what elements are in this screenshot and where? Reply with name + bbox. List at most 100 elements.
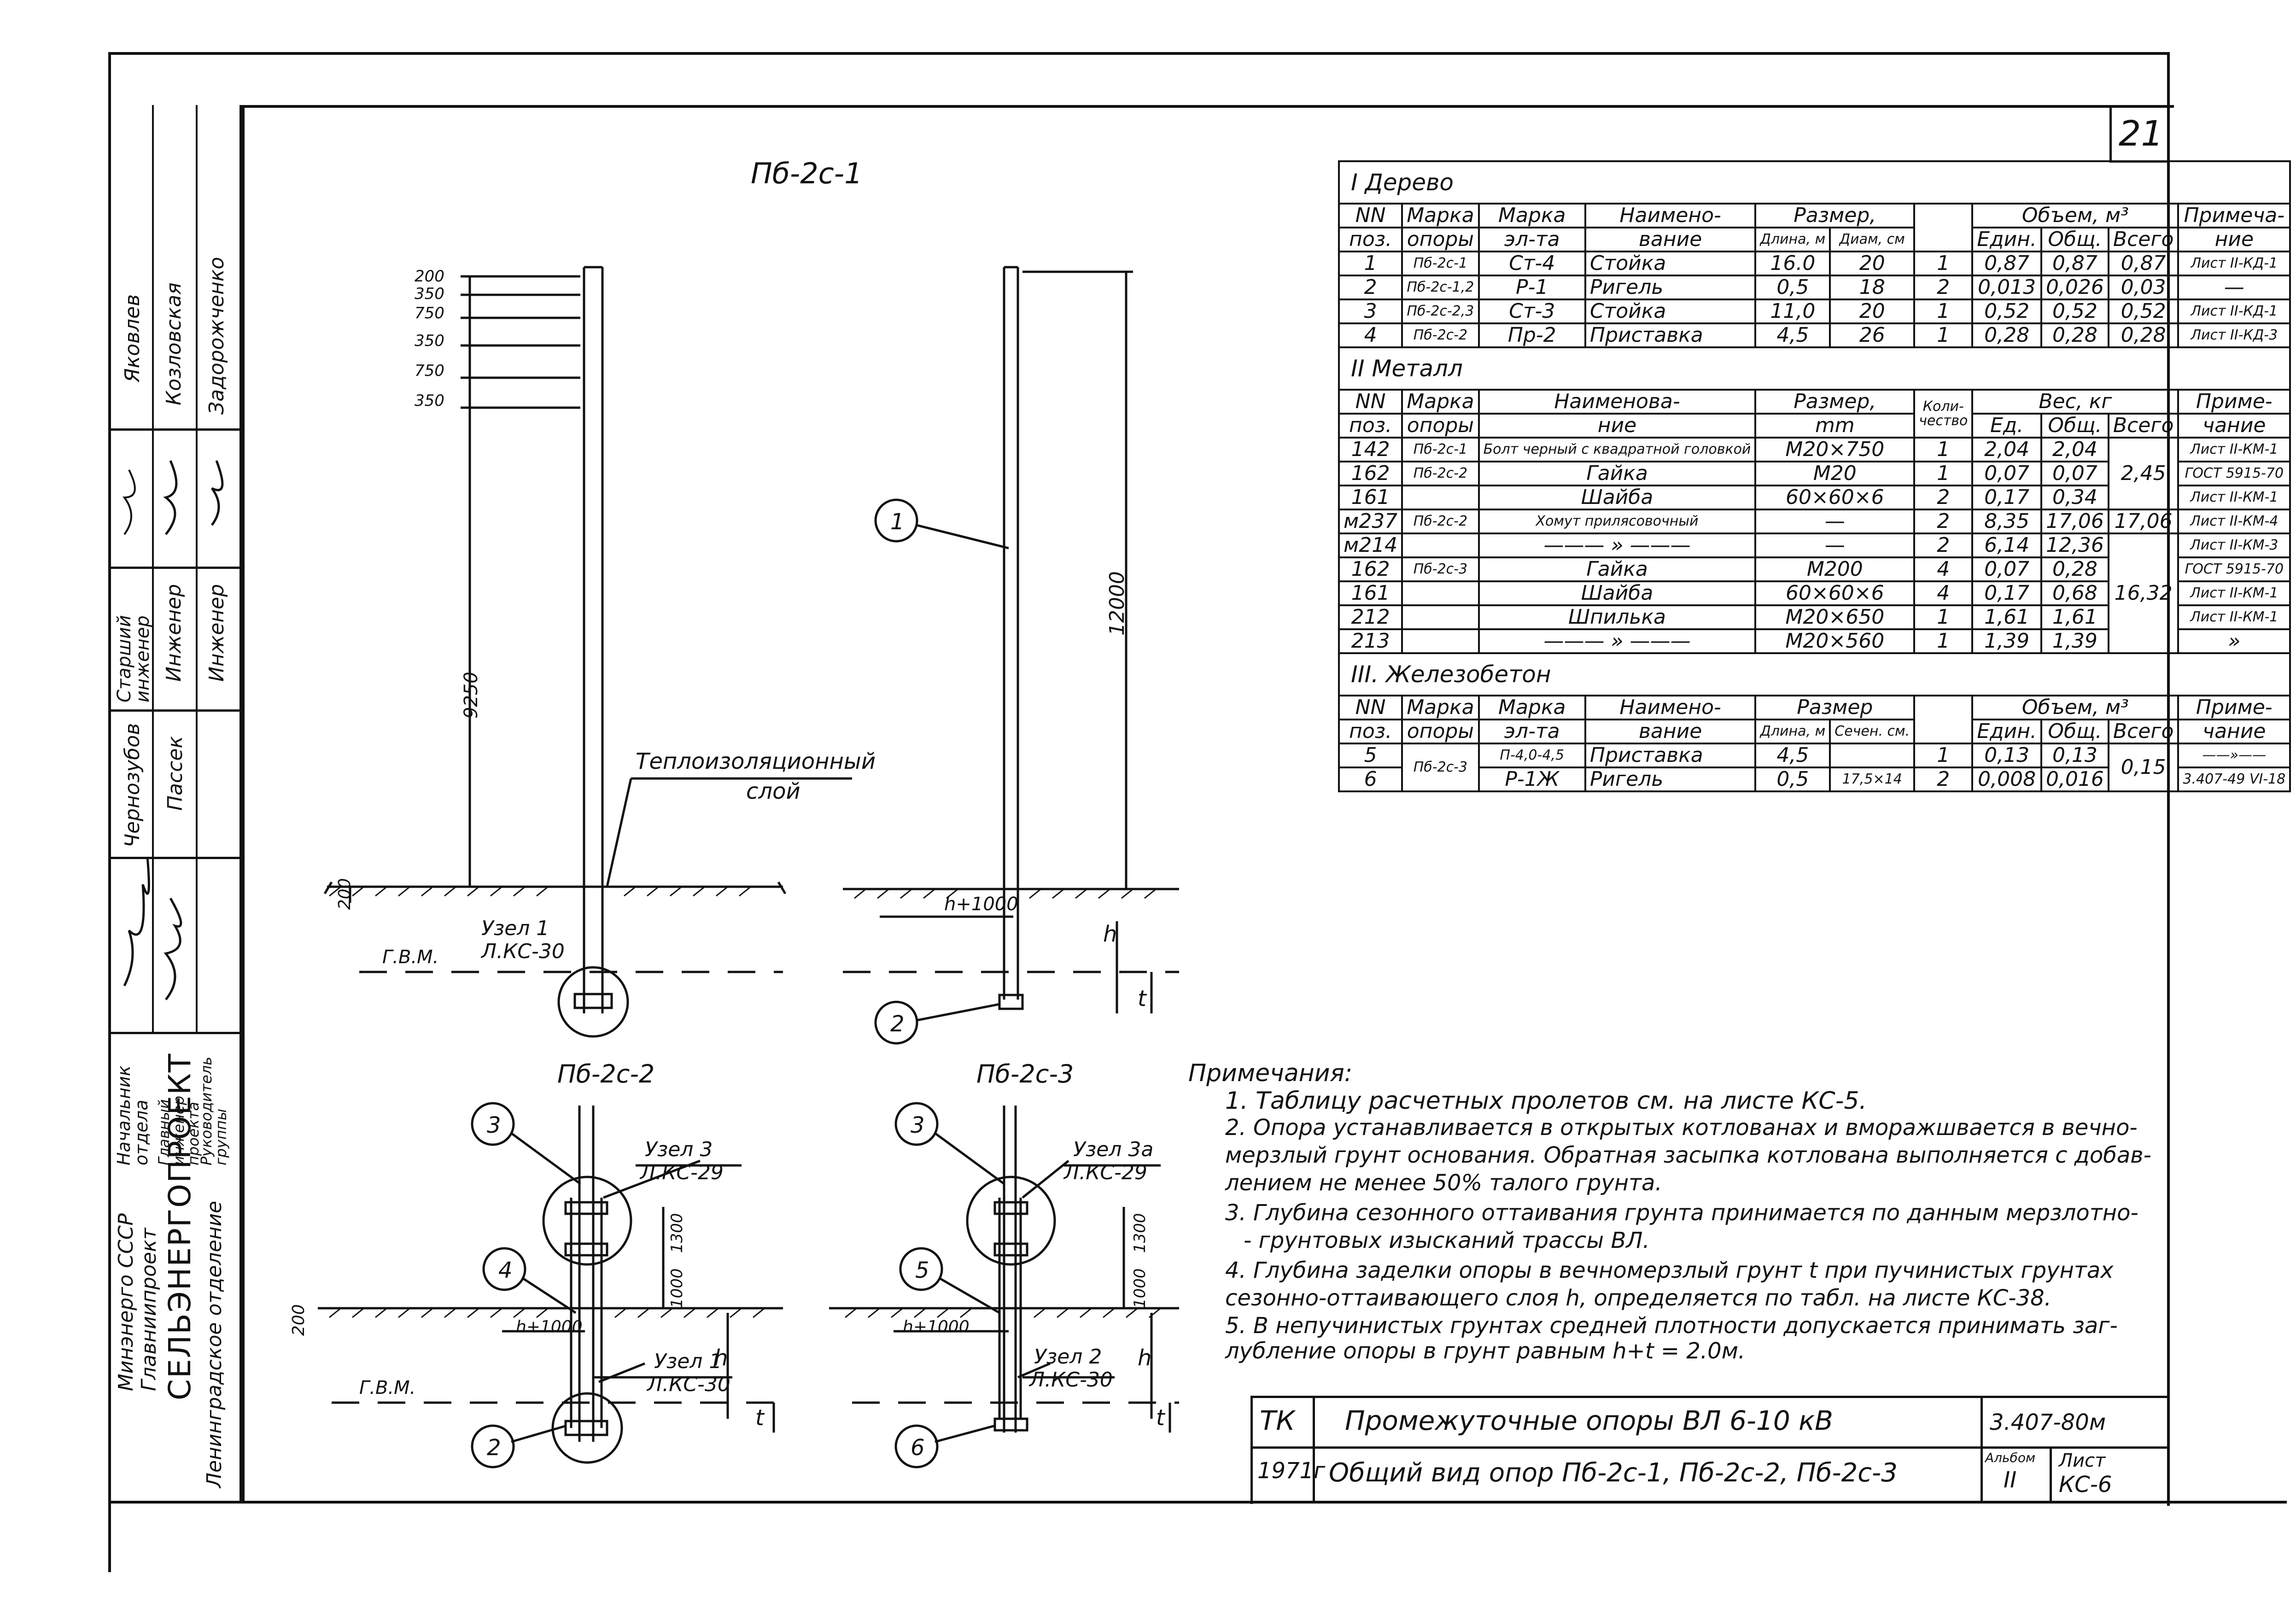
name-yakovlev: Яковлев	[121, 294, 144, 382]
table-cell: 20	[1829, 298, 1916, 324]
table-cell: 1	[1338, 251, 1403, 276]
dim-12000: 12000	[1105, 571, 1129, 636]
album-label: Альбом	[1985, 1450, 2036, 1465]
callout-5: 5	[915, 1258, 929, 1283]
album-value: II	[2004, 1467, 2017, 1493]
table-cell: Р-1	[1478, 275, 1586, 300]
table-cell: Ст-3	[1478, 298, 1586, 324]
table-cell: Ед.	[1971, 413, 2042, 439]
table-cell: ГОСТ 5915-70	[2177, 461, 2291, 486]
table-cell: 4	[1913, 580, 1974, 606]
dim-top-0: 200	[415, 267, 444, 286]
table-cell: Хомут прилясовочный	[1478, 509, 1757, 534]
t-c: t	[1156, 1405, 1165, 1431]
year: 1971г	[1257, 1458, 1326, 1484]
role-eng-1: Инженер	[162, 584, 186, 682]
table-cell: 0,008	[1971, 767, 2042, 792]
section-concrete: III. Железобетон	[1338, 652, 2291, 696]
table-cell: ние	[2177, 227, 2291, 252]
role-group-lead: Руководитель группы	[198, 1056, 230, 1165]
table-cell: 1	[1913, 461, 1974, 486]
table-cell: 2	[1913, 532, 1974, 558]
table-cell: 16,32	[2107, 532, 2179, 654]
table-cell: 4	[1338, 322, 1403, 348]
table-cell: 60×60×6	[1754, 485, 1916, 510]
callout-2b: 2	[487, 1435, 501, 1461]
table-cell: 20	[1829, 251, 1916, 276]
table-cell: Лист II-КМ-3	[2177, 532, 2291, 558]
dim-200-b: 200	[289, 1304, 308, 1336]
table-cell: Всего	[2107, 719, 2179, 744]
table-cell: 1	[1913, 628, 1974, 654]
dim-top-2: 750	[415, 304, 444, 322]
table-cell: Приме-	[2177, 695, 2291, 720]
table-cell: 60×60×6	[1754, 580, 1916, 606]
table-cell: м237	[1338, 509, 1403, 534]
table-cell: Лист II-КМ-1	[2177, 604, 2291, 630]
table-cell: 1,61	[1971, 604, 2042, 630]
node1-b-ref: Л.КС-30	[647, 1373, 730, 1396]
table-cell: 0,13	[1971, 743, 2042, 768]
table-cell: Един.	[1971, 719, 2042, 744]
table-cell: Лист II-КД-1	[2177, 298, 2291, 324]
section-metal: II Металл	[1338, 346, 2291, 391]
table-cell: ——»——	[2177, 743, 2291, 768]
sheet-number: 21	[2119, 113, 2163, 154]
table-cell: Общ.	[2040, 227, 2109, 252]
table-cell: Размер,	[1754, 389, 1916, 415]
table-cell: Гайка	[1478, 556, 1757, 582]
table-cell: вание	[1584, 227, 1757, 252]
table-cell: Болт черный с квадратной головкой	[1478, 437, 1757, 462]
table-cell: Объем, м³	[1971, 695, 2179, 720]
table-cell: эл-та	[1478, 719, 1586, 744]
table-cell: поз.	[1338, 719, 1403, 744]
table-cell: 0,52	[2040, 298, 2109, 324]
table-cell: Объем, м³	[1971, 203, 2179, 228]
table-cell: »	[2177, 628, 2291, 654]
table-cell: 0,03	[2107, 275, 2179, 300]
inner-frame-left	[240, 105, 242, 1501]
table-cell: Ригель	[1584, 275, 1757, 300]
table-cell: 1,39	[2040, 628, 2109, 654]
table-cell: NN	[1338, 203, 1403, 228]
table-cell: 4	[1913, 556, 1974, 582]
table-cell: Пб-2с-1	[1401, 437, 1480, 462]
table-cell: Наименова-	[1478, 389, 1757, 415]
table-cell: Лист II-КМ-1	[2177, 485, 2291, 510]
table-cell: 11,0	[1754, 298, 1831, 324]
dim-200-a: 200	[335, 878, 354, 910]
table-cell: Размер	[1754, 695, 1916, 720]
table-cell	[1913, 203, 1974, 252]
table-cell: чание	[2177, 413, 2291, 439]
table-cell: 0,5	[1754, 767, 1831, 792]
table-cell: 2,04	[1971, 437, 2042, 462]
table-cell: Всего	[2107, 227, 2179, 252]
callout-1: 1	[890, 509, 905, 535]
table-cell: поз.	[1338, 227, 1403, 252]
dim-1300-b: 1300	[1131, 1213, 1149, 1253]
role-senior-eng: Старший инженер	[114, 615, 153, 702]
callout-6: 6	[911, 1435, 925, 1461]
table-cell: 2,45	[2107, 437, 2179, 510]
table-cell: 4,5	[1754, 743, 1831, 768]
section-wood: I Дерево	[1338, 160, 2291, 205]
callout-3a: 3	[487, 1112, 501, 1138]
table-cell: 2	[1913, 485, 1974, 510]
table-cell: Приме-	[2177, 389, 2291, 415]
table-cell	[1829, 743, 1916, 768]
table-cell: Марка	[1478, 695, 1586, 720]
insulation-label-1: Теплоизоляционный	[636, 749, 876, 774]
table-cell: Марка	[1401, 389, 1480, 415]
callout-2a: 2	[890, 1011, 905, 1037]
table-cell: М20×750	[1754, 437, 1916, 462]
table-cell: 0,07	[1971, 461, 2042, 486]
table-cell: 1	[1913, 437, 1974, 462]
table-cell: 0,28	[1971, 322, 2042, 348]
note-line-9: лубление опоры в грунт равным h+t = 2.0м…	[1225, 1338, 1746, 1364]
name-chernozubov: Чернозубов	[121, 723, 144, 848]
table-cell: 0,07	[1971, 556, 2042, 582]
